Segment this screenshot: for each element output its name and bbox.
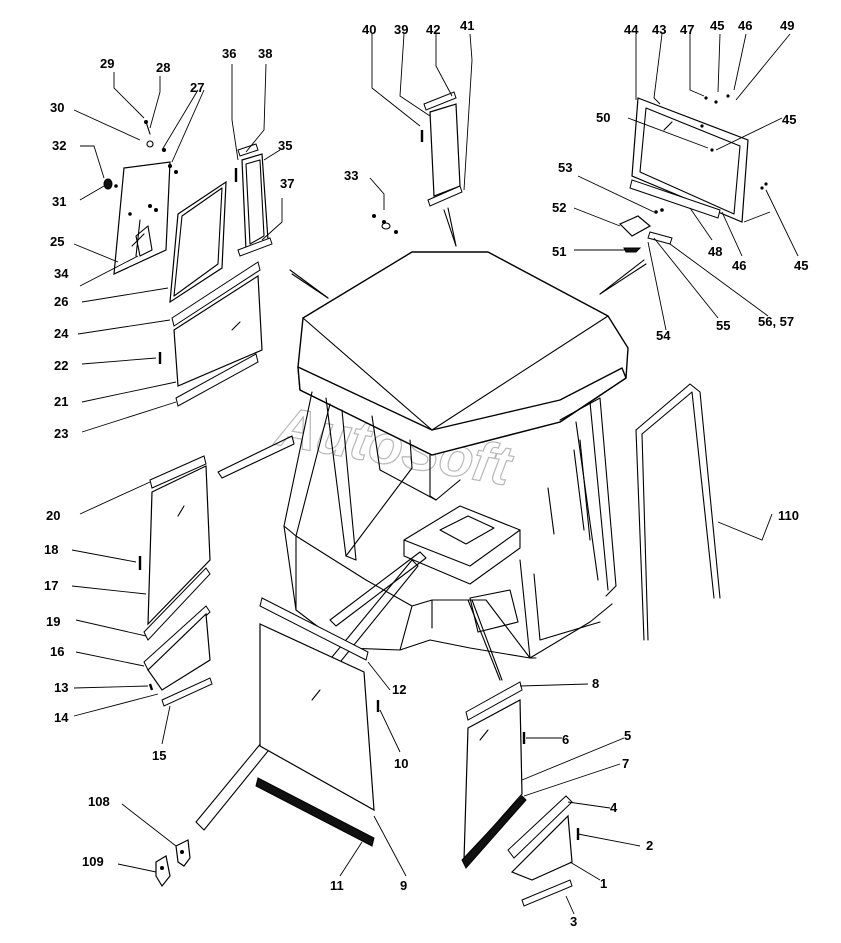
callout-labels: 1 2 3 4 5 6 7 8 9 10 11 12 13 14 15 16 1… [44, 18, 808, 929]
callout-30: 30 [50, 100, 64, 115]
callout-53: 53 [558, 160, 572, 175]
callout-25: 25 [50, 234, 64, 249]
callout-45a: 45 [710, 18, 724, 33]
callout-33: 33 [344, 168, 358, 183]
callout-19: 19 [46, 614, 60, 629]
callout-48: 48 [708, 244, 722, 259]
callout-54: 54 [656, 328, 671, 343]
callout-14: 14 [54, 710, 69, 725]
callout-55: 55 [716, 318, 730, 333]
callout-34: 34 [54, 266, 69, 281]
callout-109: 109 [82, 854, 104, 869]
callout-52: 52 [552, 200, 566, 215]
callout-9: 9 [400, 878, 407, 893]
callout-41: 41 [460, 18, 474, 33]
assembly-arrows [195, 207, 647, 831]
callout-6: 6 [562, 732, 569, 747]
callout-31: 31 [52, 194, 66, 209]
callout-46b: 46 [732, 258, 746, 273]
callout-7: 7 [622, 756, 629, 771]
callout-3: 3 [570, 914, 577, 929]
rear-window-assembly [618, 94, 768, 253]
callout-46a: 46 [738, 18, 752, 33]
callout-108: 108 [88, 794, 110, 809]
callout-49: 49 [780, 18, 794, 33]
right-door-panel [461, 681, 580, 907]
callout-45b: 45 [782, 112, 796, 127]
callout-2: 2 [646, 838, 653, 853]
callout-leaders [71, 33, 799, 915]
callout-1: 1 [600, 876, 607, 891]
callout-20: 20 [46, 508, 60, 523]
rear-upper-window [372, 91, 463, 234]
callout-23: 23 [54, 426, 68, 441]
callout-37: 37 [280, 176, 294, 191]
window-panel-26 [169, 180, 227, 304]
callout-5: 5 [624, 728, 631, 743]
callout-45c: 45 [794, 258, 808, 273]
callout-17: 17 [44, 578, 58, 593]
callout-47: 47 [680, 22, 694, 37]
callout-10: 10 [394, 756, 408, 771]
handle-109 [155, 855, 171, 888]
callout-18: 18 [44, 542, 58, 557]
callout-50: 50 [596, 110, 610, 125]
door-handles [155, 839, 191, 888]
callout-16: 16 [50, 644, 64, 659]
door-frame-seal [635, 383, 721, 641]
callout-24: 24 [54, 326, 69, 341]
callout-27: 27 [190, 80, 204, 95]
callout-21: 21 [54, 394, 68, 409]
callout-38: 38 [258, 46, 272, 61]
callout-42: 42 [426, 22, 440, 37]
callout-40: 40 [362, 22, 376, 37]
callout-11: 11 [330, 878, 344, 893]
callout-35: 35 [278, 138, 292, 153]
callout-26: 26 [54, 294, 68, 309]
cab-frame [283, 251, 629, 659]
callout-8: 8 [592, 676, 599, 691]
left-lower-window-assembly [138, 455, 213, 707]
left-upper-window-assembly [103, 120, 273, 407]
callout-15: 15 [152, 748, 166, 763]
callout-5657: 56, 57 [758, 314, 794, 329]
callout-43: 43 [652, 22, 666, 37]
callout-44: 44 [624, 22, 639, 37]
callout-32: 32 [52, 138, 66, 153]
callout-4: 4 [610, 800, 618, 815]
callout-36: 36 [222, 46, 236, 61]
callout-12: 12 [392, 682, 406, 697]
callout-28: 28 [156, 60, 170, 75]
window-panel-25 [113, 161, 171, 275]
callout-22: 22 [54, 358, 68, 373]
callout-29: 29 [100, 56, 114, 71]
callout-39: 39 [394, 22, 408, 37]
callout-110: 110 [778, 508, 799, 523]
callout-51: 51 [552, 244, 566, 259]
callout-13: 13 [54, 680, 68, 695]
front-door-panel [255, 597, 380, 847]
